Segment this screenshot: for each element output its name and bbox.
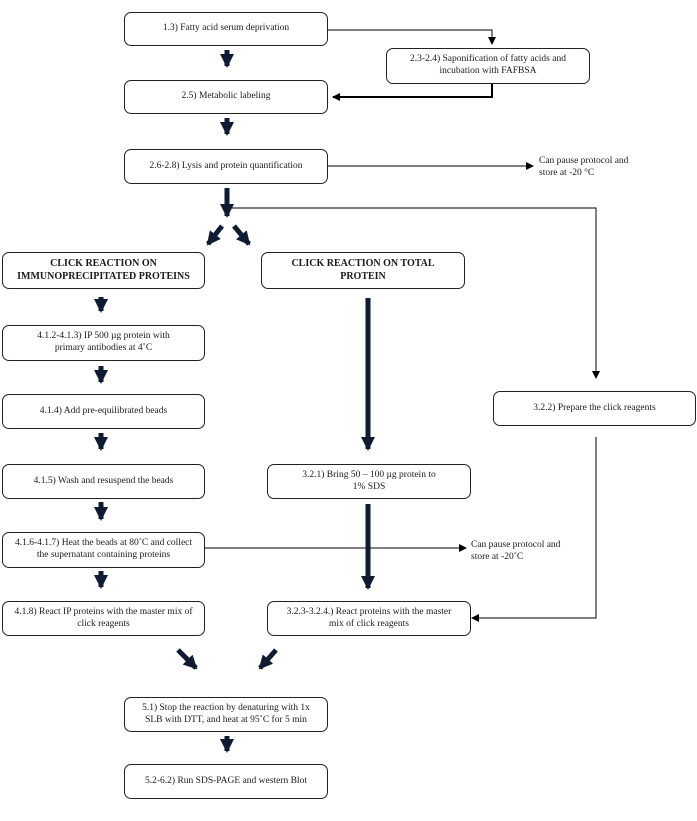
- thick-arrow-split-right: [232, 224, 251, 246]
- step-3-2-1-box: 3.2.1) Bring 50 – 100 µg protein to 1% S…: [267, 464, 471, 499]
- step-4-1-4-box: 4.1.4) Add pre-equilibrated beads: [2, 394, 205, 429]
- thin-arrow-1-3-to-2-3: [328, 29, 496, 45]
- step-4-1-8-box: 4.1.8) React IP proteins with the master…: [2, 601, 205, 636]
- thin-arrow-to-prepare-click: [232, 207, 600, 379]
- step-4-1-6-box: 4.1.6-4.1.7) Heat the beads at 80˚C and …: [2, 532, 205, 568]
- thick-arrow-merge-right: [258, 648, 278, 670]
- thick-arrow-split-left: [206, 224, 224, 246]
- total-protein-header-box: CLICK REACTION ON TOTAL PROTEIN: [261, 252, 465, 289]
- thin-arrow-3-2-2-to-3-2-3: [471, 437, 597, 622]
- thick-arrows: [94, 50, 375, 753]
- step-3-2-2-box: 3.2.2) Prepare the click reagents: [493, 391, 696, 426]
- ip-header-box: CLICK REACTION ON IMMUNOPRECIPITATED PRO…: [2, 252, 205, 289]
- step-4-1-5-box: 4.1.5) Wash and resuspend the beads: [2, 464, 205, 499]
- thin-arrow-2-3-to-2-5: [332, 84, 493, 101]
- step-1-3-box: 1.3) Fatty acid serum deprivation: [124, 12, 328, 46]
- pause-note-2: Can pause protocol and store at -20˚C: [471, 540, 561, 562]
- thick-arrow-merge-left: [176, 648, 198, 670]
- step-5-2-box: 5.2-6.2) Run SDS-PAGE and western Blot: [124, 764, 328, 799]
- step-2-3-box: 2.3-2.4) Saponification of fatty acids a…: [386, 48, 590, 84]
- step-4-1-2-box: 4.1.2-4.1.3) IP 500 µg protein with prim…: [2, 325, 205, 361]
- step-5-1-box: 5.1) Stop the reaction by denaturing wit…: [124, 697, 328, 732]
- pause-note-1: Can pause protocol and store at -20 °C: [539, 156, 629, 178]
- step-2-5-box: 2.5) Metabolic labeling: [124, 80, 328, 114]
- step-2-6-box: 2.6-2.8) Lysis and protein quantificatio…: [124, 149, 328, 184]
- step-3-2-3-box: 3.2.3-3.2.4.) React proteins with the ma…: [267, 601, 471, 636]
